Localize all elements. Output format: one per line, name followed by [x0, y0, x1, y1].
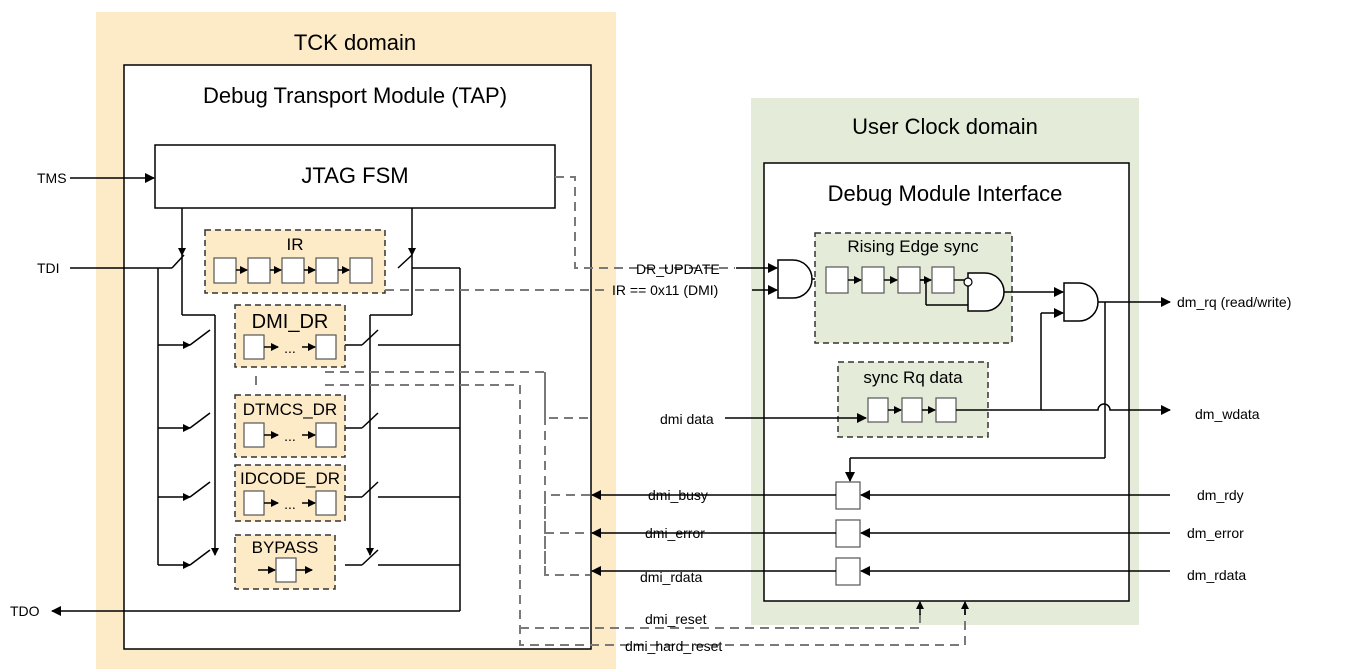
dmi-busy-flop	[835, 481, 861, 510]
rising-edge-shift-chain	[825, 266, 970, 306]
ir-shift-chain	[213, 257, 373, 284]
sync-rq-shift-chain	[867, 397, 957, 423]
dmi-hard-reset-signal: dmi_hard_reset	[625, 638, 722, 654]
sync-rq-data-label: sync Rq data	[863, 368, 963, 387]
ir-register-label: IR	[287, 235, 304, 254]
dmi-rdata-signal: dmi_rdata	[640, 569, 702, 585]
idcode-dr-ellipsis: ...	[284, 496, 296, 512]
dm-rdy-signal: dm_rdy	[1197, 487, 1244, 503]
bypass-label: BYPASS	[252, 538, 319, 557]
and-gate-dm-rq	[1063, 282, 1099, 322]
dmi-dr-label: DMI_DR	[252, 311, 329, 333]
dmi-reset-signal: dmi_reset	[645, 611, 707, 627]
dr-update-signal: DR_UPDATE	[636, 261, 720, 277]
ir-dmi-signal: IR == 0x11 (DMI)	[612, 282, 718, 298]
tck-domain-title: TCK domain	[294, 30, 416, 55]
dmi-data-signal: dmi data	[660, 411, 714, 427]
and-gate-dmi-request	[777, 259, 813, 299]
dmi-rdata-flop	[835, 557, 861, 586]
debug-module-interface-title: Debug Module Interface	[828, 181, 1063, 206]
and-gate-edge-detect	[967, 272, 1005, 312]
dm-rdata-signal: dm_rdata	[1187, 567, 1246, 583]
rising-edge-sync-label: Rising Edge sync	[847, 237, 979, 256]
dtmcs-dr-ellipsis: ...	[284, 428, 296, 444]
tdo-pin-label: TDO	[10, 603, 40, 619]
dm-error-signal: dm_error	[1187, 525, 1244, 541]
dmi-busy-signal: dmi_busy	[648, 487, 708, 503]
debug-transport-module-title: Debug Transport Module (TAP)	[203, 83, 507, 108]
tdi-pin-label: TDI	[37, 260, 60, 276]
dmi-error-flop	[835, 519, 861, 548]
idcode-dr-label: IDCODE_DR	[240, 469, 340, 488]
dmi-dr-ellipsis: ...	[284, 340, 296, 356]
dmi-error-signal: dmi_error	[645, 525, 705, 541]
user-clock-domain-title: User Clock domain	[852, 114, 1038, 139]
tms-pin-label: TMS	[37, 170, 67, 186]
dtmcs-dr-label: DTMCS_DR	[243, 400, 337, 419]
dm-rq-signal: dm_rq (read/write)	[1177, 294, 1291, 310]
dm-wdata-signal: dm_wdata	[1195, 406, 1260, 422]
jtag-fsm-label: JTAG FSM	[301, 163, 408, 188]
